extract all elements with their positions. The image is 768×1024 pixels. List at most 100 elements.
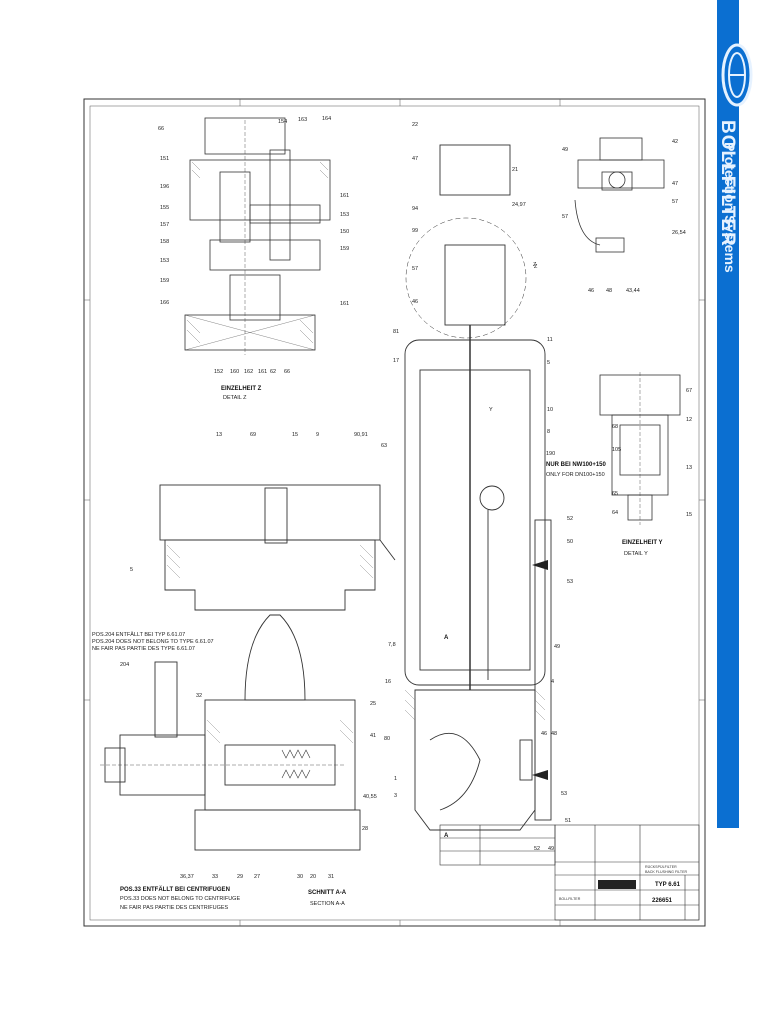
part-number-label: 66	[284, 369, 290, 375]
part-number-label: 155	[160, 205, 169, 211]
part-number-label: 47	[672, 181, 678, 187]
part-number-label: 17	[393, 358, 399, 364]
part-number-label: 150	[340, 229, 349, 235]
part-number-label: 157	[160, 222, 169, 228]
part-number-label: 105	[612, 447, 621, 453]
top-right-view	[574, 137, 665, 253]
detail-z-title: EINZELHEIT Z	[221, 386, 262, 392]
part-number-label: 21	[512, 167, 518, 173]
brand-tagline: Protection Systems	[722, 142, 738, 273]
detail-y-title: EINZELHEIT Y	[622, 540, 663, 546]
part-number-label: 166	[160, 300, 169, 306]
part-number-label: 42	[672, 139, 678, 145]
part-number-label: 196	[160, 184, 169, 190]
part-number-label: 13	[686, 465, 692, 471]
detail-mark: Z	[534, 264, 538, 270]
part-number-label: 50	[567, 539, 573, 545]
title-block-description: BACK FLUSHING FILTER	[645, 870, 687, 874]
part-number-label: 13	[216, 432, 222, 438]
part-number-label: 158	[160, 239, 169, 245]
part-number-label: 69	[250, 432, 256, 438]
part-number-label: 26,54	[672, 230, 686, 236]
part-number-label: 57	[562, 214, 568, 220]
part-number-label: 5	[547, 360, 550, 366]
part-number-label: 52	[534, 846, 540, 852]
part-number-label: 30	[297, 874, 303, 880]
brand-strip	[717, 0, 739, 828]
part-number-label: 49	[554, 644, 560, 650]
part-number-label: 163	[298, 117, 307, 123]
part-number-label: 40,55	[363, 794, 377, 800]
part-number-label: 159	[340, 246, 349, 252]
detail-y-subtitle: DETAIL Y	[624, 551, 648, 557]
part-number-label: 22	[412, 122, 418, 128]
part-number-label: 161	[340, 193, 349, 199]
section-aa-hatching	[166, 544, 374, 744]
part-number-label: 33	[212, 874, 218, 880]
part-number-label: 15	[292, 432, 298, 438]
part-number-label: 41	[370, 733, 376, 739]
detail-z-subtitle: DETAIL Z	[223, 395, 247, 401]
part-number-label: 46	[541, 731, 547, 737]
part-number-label: 53	[561, 791, 567, 797]
part-number-label: 7,8	[388, 642, 396, 648]
part-number-label: 153	[340, 212, 349, 218]
part-number-label: 46	[588, 288, 594, 294]
spring-coil	[281, 749, 311, 779]
part-number-label: 94	[412, 206, 418, 212]
part-number-label: 10	[547, 407, 553, 413]
part-number-label: 190	[546, 451, 555, 457]
part-number-label: 5	[130, 567, 133, 573]
part-number-label: 32	[196, 693, 202, 699]
section-aa-subtitle: SECTION A-A	[310, 901, 345, 907]
part-number-label: 16	[385, 679, 391, 685]
main-housing-view	[404, 144, 552, 831]
note-pos33-line: NE FAIR PAS PARTIE DES CENTRIFUGES	[120, 905, 229, 911]
part-number-label: 43,44	[626, 288, 640, 294]
part-number-label: 12	[686, 417, 692, 423]
section-aa-title: SCHNITT A-A	[308, 890, 347, 896]
part-number-label: 1	[394, 776, 397, 782]
part-number-label: 9	[316, 432, 319, 438]
note-pos204-line: POS.204 DOES NOT BELONG TO TYPE 6.61.07	[92, 639, 214, 645]
part-number-label: 31	[328, 874, 334, 880]
part-number-label: 25	[370, 701, 376, 707]
section-mark: A	[444, 833, 449, 839]
title-block-drawing-number: 226651	[652, 898, 673, 904]
flow-arrow	[532, 560, 548, 570]
part-number-label: 15	[686, 512, 692, 518]
part-number-label: 27	[254, 874, 260, 880]
main-housing-hatching	[404, 689, 546, 721]
bollfilter-logo-icon	[721, 43, 753, 107]
detail-z-hatching	[186, 161, 329, 344]
section-mark: A	[444, 635, 449, 641]
part-number-label: 49	[562, 147, 568, 153]
part-number-label: 51	[565, 818, 571, 824]
part-number-label: 65	[612, 491, 618, 497]
part-number-label: 62	[270, 369, 276, 375]
title-block-description: RÜCKSPÜLFILTER	[645, 865, 677, 869]
part-number-label: 66	[158, 126, 164, 132]
frame-ticks	[84, 99, 705, 926]
detail-mark: Y	[489, 407, 493, 413]
flow-arrow	[532, 770, 548, 780]
section-aa-view	[100, 484, 396, 851]
part-number-label: 99	[412, 228, 418, 234]
part-number-label: 3	[394, 793, 397, 799]
part-number-label: 20	[310, 874, 316, 880]
drawing-inner-frame	[89, 105, 700, 921]
note-pos33-line: POS.33 DOES NOT BELONG TO CENTRIFUGE	[120, 896, 240, 902]
part-number-label: 161	[340, 301, 349, 307]
part-number-label: 53	[567, 579, 573, 585]
part-number-label: 162	[244, 369, 253, 375]
part-number-label: 4	[551, 679, 554, 685]
note-pos204-line: NE FAIR PAS PARTIE DES TYPE 6.61.07	[92, 646, 195, 652]
drawing-frame	[83, 98, 706, 927]
title-block-type: TYP 6.61	[655, 882, 681, 888]
